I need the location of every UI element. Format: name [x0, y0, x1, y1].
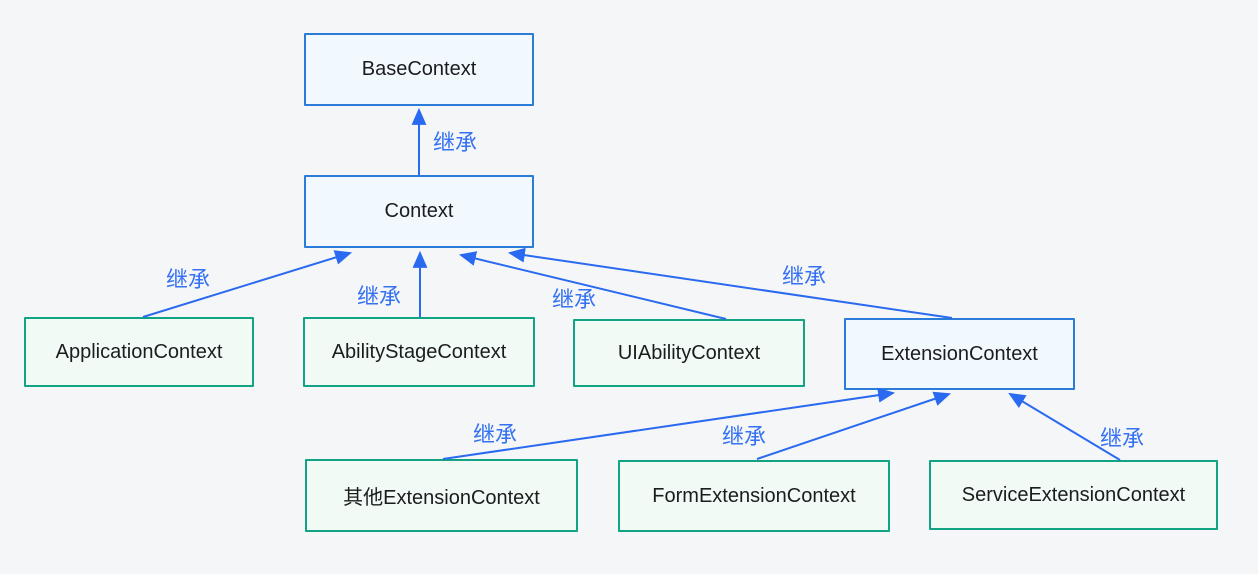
node-label: Context	[384, 200, 454, 222]
edge-label: 继承	[782, 264, 826, 289]
edge-abilitystagecontext-context: 继承	[357, 250, 428, 317]
edge-label: 继承	[166, 267, 210, 292]
edge-label: 继承	[357, 284, 401, 309]
node-label: UIAbilityContext	[617, 341, 761, 364]
edge-line	[458, 251, 727, 320]
edge-context-basecontext: 继承	[411, 107, 477, 175]
edge-line	[142, 250, 353, 318]
edge-serviceextensioncontext-extensioncontext: 继承	[1008, 392, 1144, 461]
node-label: ServiceExtensionContext	[961, 483, 1186, 506]
edge-line	[1008, 392, 1121, 461]
edge-label: 继承	[473, 422, 517, 447]
node-label: BaseContext	[361, 58, 477, 80]
node-formextensioncontext: FormExtensionContext	[618, 460, 890, 532]
edge-label: 继承	[722, 424, 766, 449]
edge-applicationcontext-context: 继承	[142, 250, 353, 318]
node-applicationcontext: ApplicationContext	[24, 317, 254, 387]
node-basecontext: BaseContext	[304, 33, 534, 106]
edge-label: 继承	[433, 130, 477, 155]
node-extensioncontext: ExtensionContext	[844, 318, 1075, 390]
node-label: ExtensionContext	[881, 342, 1038, 365]
edge-line	[442, 387, 896, 460]
edge-extensioncontext-context: 继承	[507, 247, 953, 319]
node-context: Context	[304, 175, 534, 248]
edge-line	[756, 391, 952, 460]
edge-uiabilitycontext-context: 继承	[458, 251, 727, 320]
node-abilitystagecontext: AbilityStageContext	[303, 317, 535, 387]
node-otherextensioncontext: 其他ExtensionContext	[305, 459, 578, 532]
node-serviceextensioncontext: ServiceExtensionContext	[929, 460, 1218, 530]
node-uiabilitycontext: UIAbilityContext	[573, 319, 805, 387]
edge-formextensioncontext-extensioncontext: 继承	[722, 391, 952, 460]
edge-label: 继承	[552, 287, 596, 312]
node-label: ApplicationContext	[55, 340, 223, 363]
edge-otherextensioncontext-extensioncontext: 继承	[442, 387, 896, 460]
edge-line	[507, 247, 953, 319]
node-label: AbilityStageContext	[331, 340, 507, 363]
edge-label: 继承	[1100, 426, 1144, 451]
node-label: 其他ExtensionContext	[343, 487, 540, 509]
node-label: FormExtensionContext	[652, 484, 856, 507]
